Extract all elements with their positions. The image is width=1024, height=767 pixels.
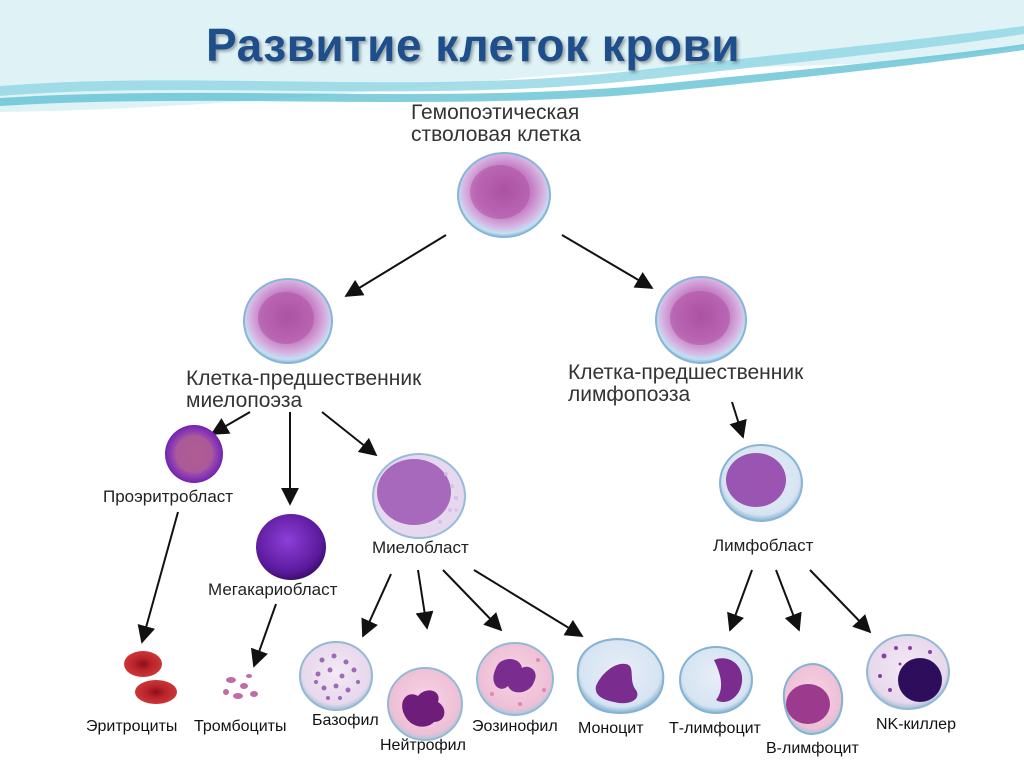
eosinophil-cell — [476, 642, 554, 716]
t-lymphocyte-label: Т-лимфоцит — [669, 720, 761, 737]
myeloid-progenitor-label-line1: Клетка-предшественник — [186, 367, 422, 390]
basophil-cell — [299, 641, 373, 711]
monocyte-label: Моноцит — [578, 720, 644, 737]
arrow-myeloid-to-proerythroblast — [210, 411, 251, 435]
lymphoid-progenitor-label-line1: Клетка-предшественник — [568, 361, 804, 384]
title-banner — [0, 0, 1024, 112]
b-lymphocyte-label: В-лимфоцит — [766, 740, 859, 757]
hsc-label-line1: Гемопоэтическая — [411, 101, 580, 124]
lymphoid-progenitor-label-line2: лимфопоэза — [568, 383, 691, 406]
myeloblast-cell — [372, 453, 466, 539]
basophil-label: Базофил — [312, 712, 379, 729]
arrow-lymphoid-to-lymphoblast — [729, 401, 747, 439]
monocyte-cell — [576, 638, 665, 714]
neutrophil-label: Нейтрофил — [380, 737, 466, 754]
platelets-label: Тромбоциты — [194, 718, 287, 735]
nk-killer-cell — [866, 634, 950, 710]
lineage-arrows — [137, 234, 872, 668]
arrow-hsc-to-myeloid — [344, 234, 447, 297]
lymphoblast-cell — [719, 444, 803, 522]
arrow-hsc-to-lymphoid — [561, 234, 654, 289]
t-lymphocyte-cell — [679, 646, 753, 714]
neutrophil-cell — [387, 667, 463, 741]
hematopoietic-stem-cell — [457, 152, 551, 238]
arrow-myeloblast-to-basophil — [361, 573, 392, 638]
platelets-cells — [223, 674, 258, 699]
lymphoid-progenitor-cell — [655, 276, 747, 364]
page-title: Развитие клеток крови — [206, 19, 741, 71]
arrow-myeloblast-to-neutrophil — [415, 569, 434, 630]
arrow-proerythroblast-to-erythrocytes — [137, 511, 179, 644]
proerythroblast-cell — [165, 425, 223, 483]
arrow-megakaryoblast-to-platelets — [250, 603, 277, 668]
b-lymphocyte-cell — [782, 662, 844, 736]
arrow-myeloblast-to-eosinophil — [442, 569, 503, 632]
arrow-lymphoblast-to-nk-killer — [809, 569, 872, 634]
myeloid-progenitor-cell — [243, 278, 333, 364]
arrow-lymphoblast-to-t-lymphocyte — [727, 569, 753, 632]
myeloid-progenitor-label-line2: миелопоэза — [186, 389, 303, 412]
lymphoblast-label: Лимфобласт — [713, 536, 814, 555]
eosinophil-label: Эозинофил — [472, 718, 558, 735]
megakaryoblast-cell — [256, 514, 326, 580]
arrow-myeloid-to-myeloblast — [321, 411, 378, 457]
megakaryoblast-label: Мегакариобласт — [208, 580, 338, 599]
proerythroblast-label: Проэритробласт — [103, 487, 234, 506]
myeloblast-label: Миелобласт — [372, 538, 469, 557]
arrow-myeloblast-to-monocyte — [473, 569, 584, 637]
arrow-lymphoblast-to-b-lymphocyte — [775, 569, 802, 632]
nk-killer-label: NK-киллер — [876, 716, 956, 733]
erythrocytes-label: Эритроциты — [86, 718, 178, 735]
hsc-label-line2: стволовая клетка — [411, 123, 581, 146]
erythrocytes-cells — [124, 651, 177, 704]
